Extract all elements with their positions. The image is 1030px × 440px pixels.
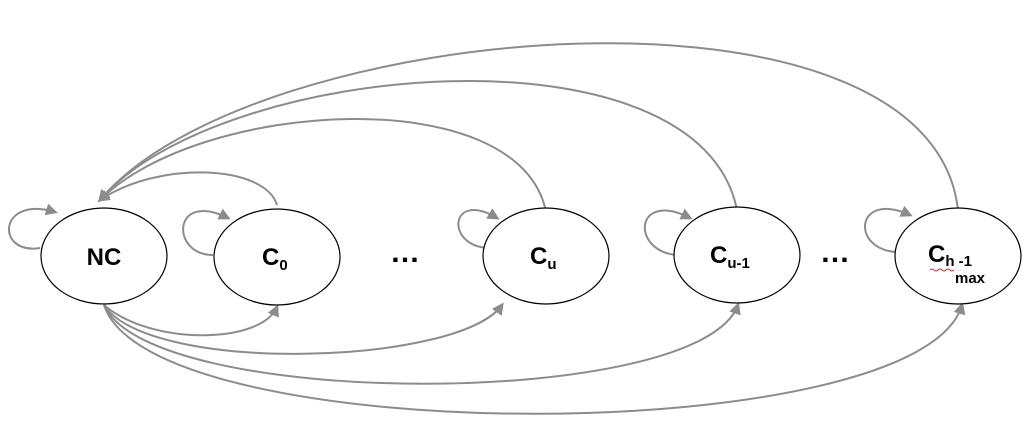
ellipsis-2: … — [820, 236, 850, 269]
spellcheck-underline — [929, 268, 955, 272]
state-cu-subscript: u — [547, 256, 556, 273]
edge-c0-to-nc — [97, 171, 278, 206]
state-cu1: Cu-1 — [673, 206, 801, 304]
svg-text:NC: NC — [87, 244, 122, 271]
state-c0-subscript: 0 — [279, 257, 287, 274]
state-cu1-subscript: u-1 — [727, 255, 750, 272]
self-loop-c0 — [182, 208, 231, 256]
self-loop-cu — [457, 208, 500, 249]
state-chmax-label: C — [928, 241, 945, 268]
edge-cu-to-nc — [97, 118, 547, 213]
edge-chmax-to-nc — [98, 42, 959, 211]
svg-text:Cu-1: Cu-1 — [710, 242, 750, 272]
ellipsis-1: … — [390, 236, 420, 269]
svg-text:C0: C0 — [262, 244, 288, 274]
self-loop-nc — [7, 203, 58, 250]
state-chmax-subscript: h — [945, 253, 954, 270]
state-nc-label: NC — [87, 244, 122, 271]
state-c0-label: C — [262, 244, 279, 271]
edge-cu1-to-nc — [98, 80, 738, 211]
edge-nc-to-chmax — [103, 302, 966, 415]
edge-nc-to-cu — [103, 302, 504, 355]
state-chmax: Ch -1 max — [894, 207, 1022, 305]
state-chmax-sub-subscript: max — [955, 270, 986, 287]
edge-nc-to-c0 — [103, 304, 279, 337]
state-c0: C0 — [213, 208, 341, 306]
state-cu-label: C — [530, 243, 547, 270]
state-cu1-label: C — [710, 242, 727, 269]
edge-nc-to-cu1 — [103, 302, 741, 385]
self-loop-chmax — [863, 205, 913, 253]
state-nc: NC — [40, 207, 168, 305]
svg-text:Ch -1: Ch -1 — [928, 241, 972, 270]
svg-text:Cu: Cu — [530, 243, 557, 273]
state-chmax-subscript-tail: -1 — [955, 253, 973, 270]
self-loop-cu1 — [643, 208, 693, 256]
state-cu: Cu — [482, 207, 610, 305]
